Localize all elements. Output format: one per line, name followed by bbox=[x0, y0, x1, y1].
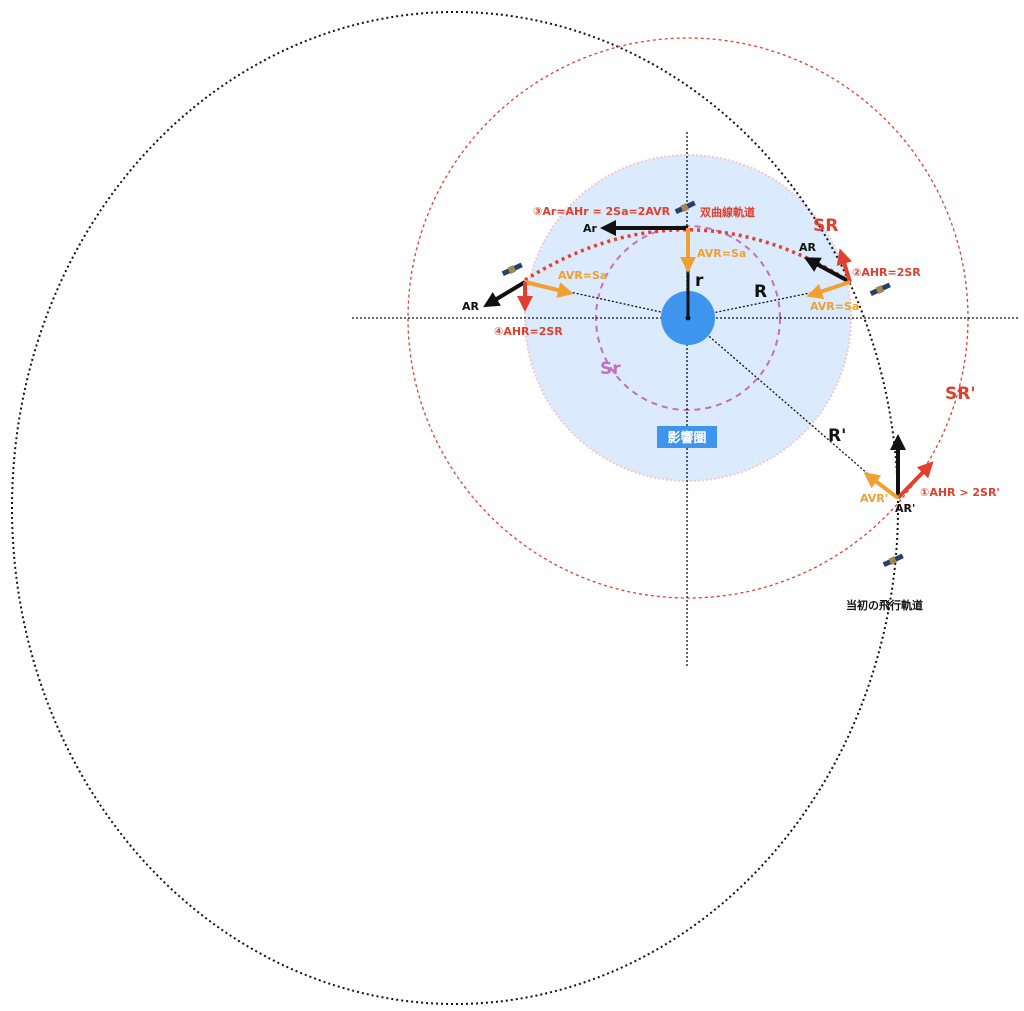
r-label: r bbox=[695, 271, 704, 291]
satellite-icon bbox=[869, 282, 891, 297]
initial-orbit-ellipse bbox=[11, 11, 899, 1005]
a-r-right-label: AR bbox=[799, 241, 817, 254]
s-r-big-label: SR bbox=[813, 216, 838, 236]
arrow-av-left bbox=[524, 280, 574, 298]
arrow-ar-right bbox=[803, 257, 851, 284]
r-prime-label: R' bbox=[828, 426, 846, 446]
hyperbolic-orbit-label: 双曲線軌道 bbox=[700, 205, 755, 219]
av-top-label: AVR=Sa bbox=[697, 247, 746, 260]
step3-label: ③Ar=AHr = 2Sa=2AVR bbox=[533, 205, 671, 218]
av-prime-label: AVR' bbox=[860, 492, 888, 505]
s-r-prime-label: SR' bbox=[945, 384, 976, 404]
satellite-icon bbox=[882, 553, 904, 568]
a-r-left-label: AR bbox=[462, 300, 480, 313]
initial-orbit-label: 当初の飛行軌道 bbox=[846, 598, 923, 612]
a-r-prime-label: AR' bbox=[895, 502, 915, 515]
arrow-ah-prime bbox=[896, 461, 934, 500]
step4-label: ④AHR=2SR bbox=[494, 325, 563, 338]
arrow-ah-right bbox=[836, 248, 852, 283]
sphere-of-influence-label: 影響圏 bbox=[667, 430, 706, 446]
step2-label: ②AHR=2SR bbox=[852, 266, 921, 279]
arrow-av-right bbox=[806, 280, 851, 300]
av-left-label: AVR=Sa bbox=[558, 269, 607, 282]
satellite-icon bbox=[501, 262, 523, 277]
av-right-label: AVR=Sa bbox=[810, 300, 859, 313]
a-r-small-label: Ar bbox=[583, 222, 598, 235]
arrow-av-prime bbox=[863, 472, 900, 500]
arrow-ar-left bbox=[483, 280, 527, 308]
hyperbolic-orbit-path bbox=[524, 228, 853, 285]
big-r-label: R bbox=[754, 282, 767, 302]
influence-label-bg bbox=[657, 426, 717, 448]
s-r-small-label: Sr bbox=[600, 359, 621, 379]
step1-label: ①AHR > 2SR' bbox=[920, 486, 1000, 499]
